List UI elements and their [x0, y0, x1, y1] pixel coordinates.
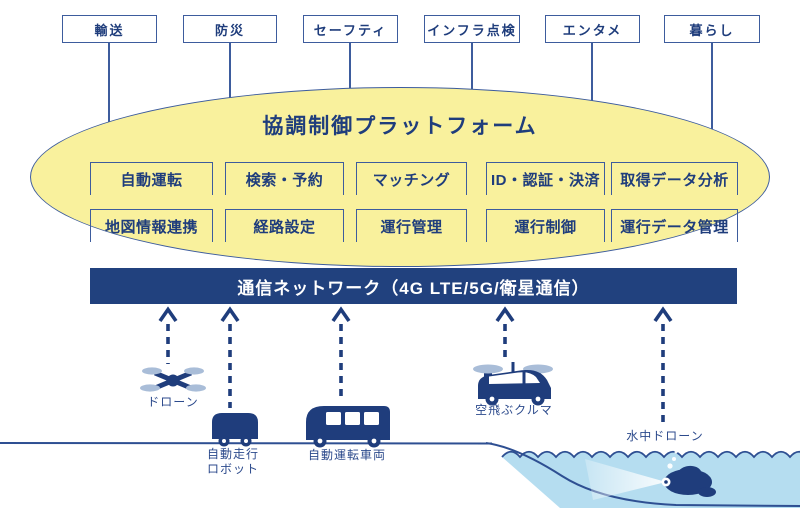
- drone-label: ドローン: [147, 395, 199, 409]
- autonomous-bus-icon: [306, 406, 390, 448]
- ground-robot-icon: [212, 413, 258, 447]
- drone-icon: [140, 367, 206, 392]
- category-box-transport: 輸送: [62, 15, 157, 43]
- function-box-map-link: 地図情報連携: [90, 209, 213, 242]
- category-box-safety: セーフティ: [303, 15, 398, 43]
- category-box-disaster: 防災: [183, 15, 277, 43]
- connector-line: [108, 43, 110, 123]
- connector-line: [349, 43, 351, 90]
- function-box-matching: マッチング: [356, 162, 467, 195]
- function-box-operation-management: 運行管理: [356, 209, 467, 242]
- up-arrow-dashed-icon: [220, 306, 240, 408]
- function-box-auto-driving: 自動運転: [90, 162, 213, 195]
- category-box-infrastructure: インフラ点検: [424, 15, 520, 43]
- underwater-drone-icon: [585, 450, 716, 500]
- up-arrow-dashed-icon: [653, 306, 673, 424]
- connector-line: [711, 43, 713, 130]
- up-arrow-dashed-icon: [331, 306, 351, 402]
- shore-slope-line: [485, 442, 800, 507]
- function-box-search-reserve: 検索・予約: [225, 162, 344, 195]
- network-bar-label: 通信ネットワーク（4G LTE/5G/衛星通信）: [237, 278, 590, 298]
- up-arrow-dashed-icon: [158, 306, 178, 364]
- flying-car-label: 空飛ぶクルマ: [475, 403, 553, 417]
- ground-robot-label: 自動走行 ロボット: [206, 447, 259, 476]
- water-surface-line: [501, 450, 800, 459]
- category-box-entertainment: エンタメ: [545, 15, 640, 43]
- function-box-operation-data-mgmt: 運行データ管理: [611, 209, 738, 242]
- category-box-living: 暮らし: [664, 15, 760, 43]
- up-arrow-dashed-icon: [495, 306, 515, 358]
- function-box-route-setting: 経路設定: [225, 209, 344, 242]
- connector-line: [229, 43, 231, 100]
- connector-line: [591, 43, 593, 102]
- function-box-operation-control: 運行制御: [486, 209, 605, 242]
- platform-title: 協調制御プラットフォーム: [262, 115, 538, 138]
- function-box-id-auth-payment: ID・認証・決済: [486, 162, 605, 195]
- underwater-drone-label: 水中ドローン: [626, 429, 704, 443]
- autonomous-vehicle-label: 自動運転車両: [307, 448, 386, 462]
- platform-ellipse: [30, 87, 770, 267]
- network-bar: 通信ネットワーク（4G LTE/5G/衛星通信）: [90, 268, 737, 304]
- flying-car-icon: [473, 362, 553, 406]
- function-box-data-analysis: 取得データ分析: [611, 162, 738, 195]
- scene-graphic: [0, 306, 800, 508]
- connector-line: [471, 43, 473, 91]
